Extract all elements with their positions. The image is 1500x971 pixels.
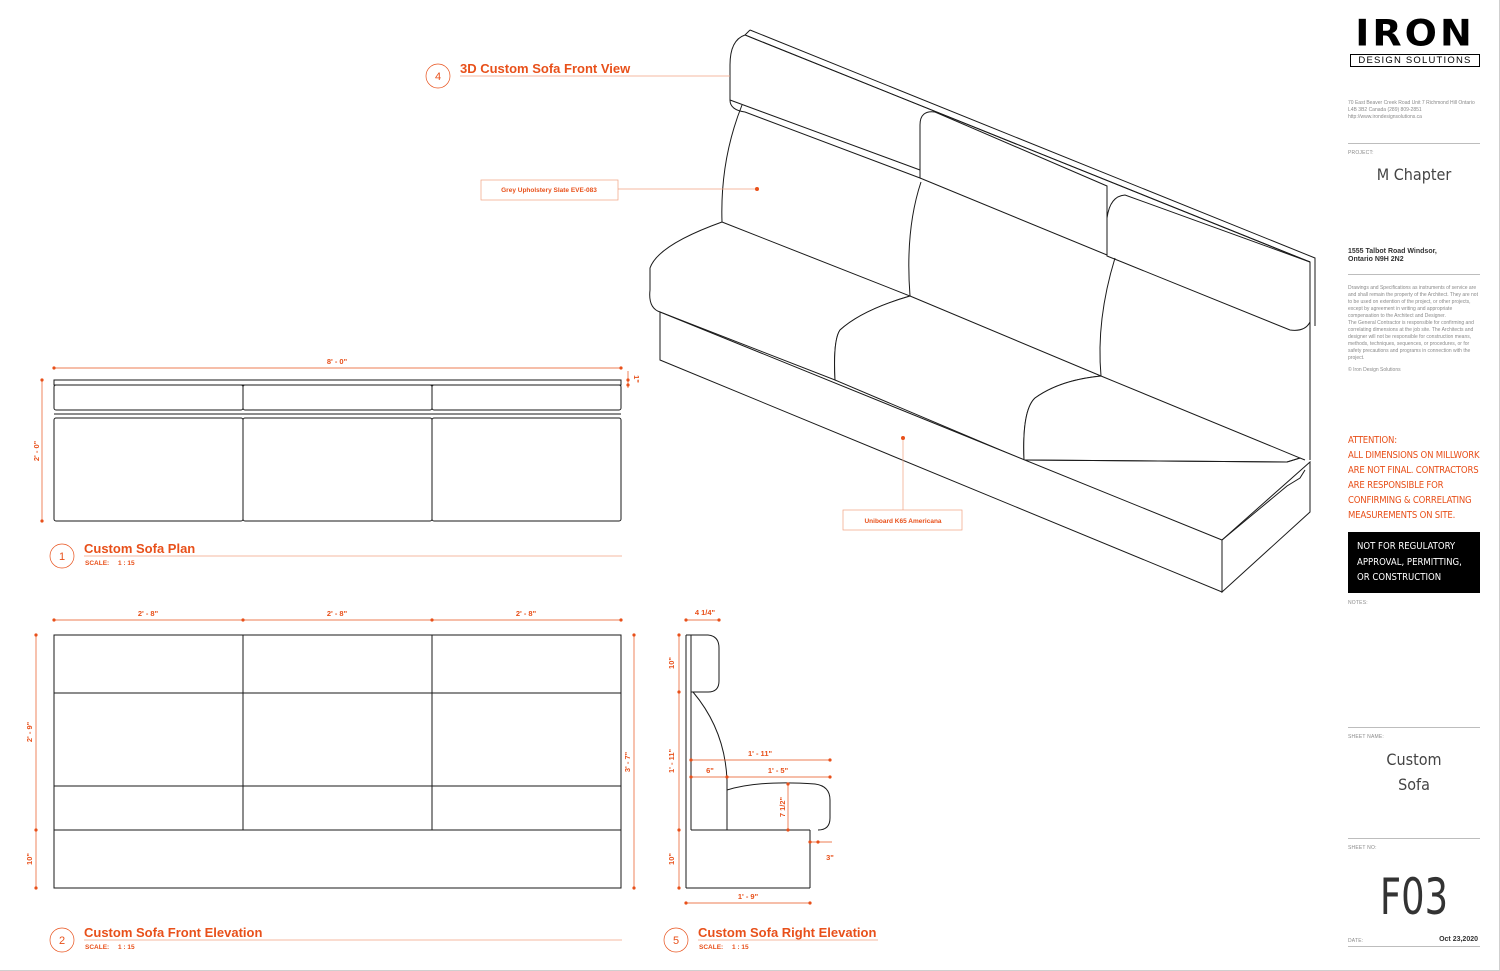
sheet-name-label: SHEET NAME: <box>1348 734 1385 740</box>
project-name: M Chapter <box>1376 165 1452 184</box>
scale-value: 1 : 15 <box>732 944 749 951</box>
plan-seat-cushion <box>53 417 244 522</box>
scale-label: SCALE: <box>85 944 109 951</box>
site-address-line1: 1555 Talbot Road Windsor, <box>1348 248 1437 255</box>
plan-seat-cushion <box>431 417 622 522</box>
date-label: DATE: <box>1348 938 1364 944</box>
view-title-plan: Custom Sofa Plan <box>84 541 195 556</box>
sheet-date: Oct 23,2020 <box>1439 936 1478 943</box>
sheet-name: Custom Sofa <box>1348 747 1480 797</box>
attention-line: CONFIRMING & CORRELATING <box>1348 495 1472 506</box>
callout-base: Uniboard K65 Americana <box>864 518 941 525</box>
not-for-construction-badge: NOT FOR REGULATORY APPROVAL, PERMITTING,… <box>1348 532 1480 593</box>
disclaimer-paragraph: Drawings and Specifications as instrumen… <box>1348 285 1478 319</box>
view-number-iso: 4 <box>435 71 441 83</box>
view-number-plan: 1 <box>59 551 65 563</box>
sheet-number: F03 <box>1379 868 1449 926</box>
front-outline <box>53 634 622 889</box>
front-elevation-view: 2' - 8" 2' - 8" 2' - 8" 2' - 9" 10" 3' -… <box>25 609 636 953</box>
callout-box-base <box>842 509 963 531</box>
site-address: 1555 Talbot Road Windsor, Ontario N9H 2N… <box>1348 248 1480 264</box>
dim-side-top: 4 1/4" <box>695 608 716 617</box>
dim-side-toe: 3" <box>826 853 834 862</box>
dim-front-seg1: 2' - 8" <box>138 609 159 618</box>
logo-subtitle: DESIGN SOLUTIONS <box>1350 54 1480 67</box>
view-number-side: 5 <box>673 935 679 947</box>
callout-upholstery: Grey Upholstery Slate EVE-083 <box>501 187 597 194</box>
divider <box>1348 727 1480 728</box>
attention-line: MEASUREMENTS ON SITE. <box>1348 510 1456 521</box>
plan-view: 8' - 0" 2' - 0" 1" 1 Custom Sofa Plan SC… <box>32 357 641 569</box>
attention-line: ATTENTION: <box>1348 435 1397 446</box>
sheet-no-label: SHEET NO: <box>1348 845 1377 851</box>
dim-plan-top: 1" <box>632 375 641 383</box>
dim-plan-depth: 2' - 0" <box>32 440 41 461</box>
dim-front-seg3: 2' - 8" <box>516 609 537 618</box>
dim-side-back-head: 10" <box>667 657 676 669</box>
attention-line: ARE RESPONSIBLE FOR <box>1348 480 1444 491</box>
scale-value: 1 : 15 <box>118 944 135 951</box>
attention-notice: ATTENTION: ALL DIMENSIONS ON MILLWORK AR… <box>1348 433 1480 523</box>
attention-line: ARE NOT FINAL. CONTRACTORS <box>1348 465 1479 476</box>
notes-label: NOTES: <box>1348 600 1368 606</box>
company-logo: IRON DESIGN SOLUTIONS <box>1350 14 1480 67</box>
dim-front-right: 3' - 7" <box>623 751 632 772</box>
warning-line: APPROVAL, PERMITTING, <box>1357 556 1462 568</box>
logo-word: IRON <box>1355 12 1475 54</box>
sheet-name-line1: Custom <box>1386 750 1442 769</box>
isometric-view: Grey Upholstery Slate EVE-083 Uniboard K… <box>425 29 1316 594</box>
view-title-front: Custom Sofa Front Elevation <box>84 925 262 940</box>
plan-seat-cushion <box>242 417 433 522</box>
callout-box-upholstery <box>480 179 619 201</box>
dim-front-left-lower: 10" <box>25 853 34 865</box>
dim-side-back-offset: 6" <box>706 766 714 775</box>
view-title-iso: 3D Custom Sofa Front View <box>460 61 631 76</box>
dim-side-base: 10" <box>667 853 676 865</box>
dim-front-seg2: 2' - 8" <box>327 609 348 618</box>
view-number-circle <box>49 543 75 569</box>
dim-side-seat-height: 7 1/2" <box>778 796 787 817</box>
dim-plan-width: 8' - 0" <box>327 357 348 366</box>
dim-side-seat-depth: 1' - 5" <box>768 766 789 775</box>
disclaimer-paragraph: The General Contractor is responsible fo… <box>1348 320 1474 361</box>
divider <box>1348 274 1480 275</box>
copyright: © Iron Design Solutions <box>1348 367 1401 373</box>
sheet-name-line2: Sofa <box>1398 775 1430 794</box>
divider <box>1348 946 1480 947</box>
scale-label: SCALE: <box>85 560 109 567</box>
divider <box>1348 838 1480 839</box>
view-title-side: Custom Sofa Right Elevation <box>698 925 876 940</box>
dim-side-back-mid: 1' - 11" <box>667 749 676 774</box>
scale-label: SCALE: <box>699 944 723 951</box>
dim-side-overall: 1' - 11" <box>748 749 773 758</box>
view-number-front: 2 <box>59 935 65 947</box>
warning-line: NOT FOR REGULATORY <box>1357 541 1456 552</box>
notes-disclaimer: Drawings and Specifications as instrumen… <box>1348 285 1480 374</box>
plan-back-rail <box>53 379 622 386</box>
scale-value: 1 : 15 <box>118 560 135 567</box>
dim-side-bottom: 1' - 9" <box>738 892 759 901</box>
attention-line: ALL DIMENSIONS ON MILLWORK <box>1348 450 1480 461</box>
divider <box>1348 143 1480 144</box>
project-label: PROJECT: <box>1348 150 1374 156</box>
plan-back-cushion <box>242 384 433 411</box>
plan-back-cushion <box>53 384 244 411</box>
warning-line: OR CONSTRUCTION <box>1357 572 1442 583</box>
site-address-line2: Ontario N9H 2N2 <box>1348 256 1404 263</box>
dim-front-left-upper: 2' - 9" <box>25 721 34 742</box>
plan-back-cushion <box>431 384 622 411</box>
right-elevation-view: 4 1/4" 10" 1' - 11" 10" 1' - 11" 6" 1' -… <box>663 608 878 953</box>
company-address: 70 East Beaver Creek Road Unit 7 Richmon… <box>1348 100 1475 120</box>
